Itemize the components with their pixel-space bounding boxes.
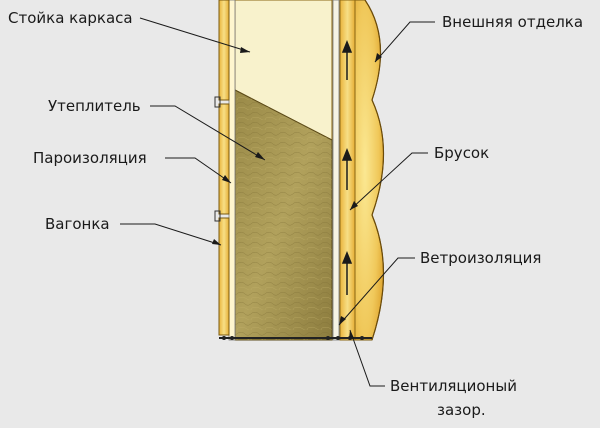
exterior-finish-logs [354, 0, 385, 341]
lining-boards [214, 0, 230, 336]
wind-barrier [332, 0, 340, 341]
label-wind-barrier: Ветроизоляция [420, 249, 542, 267]
label-vapor-barrier: Пароизоляция [33, 149, 147, 167]
label-lining: Вагонка [45, 215, 110, 233]
label-exterior-finish: Внешняя отделка [442, 13, 584, 31]
label-insulation: Утеплитель [48, 97, 141, 115]
label-vent-gap-line1: Вентиляционый [390, 377, 517, 395]
label-vent-gap-line2: зазор. [437, 401, 486, 419]
vapor-barrier [228, 0, 236, 341]
label-batten: Брусок [434, 144, 490, 162]
airflow-arrows [341, 39, 353, 295]
label-frame-post: Стойка каркаса [8, 9, 133, 27]
leader-lines [120, 17, 435, 387]
